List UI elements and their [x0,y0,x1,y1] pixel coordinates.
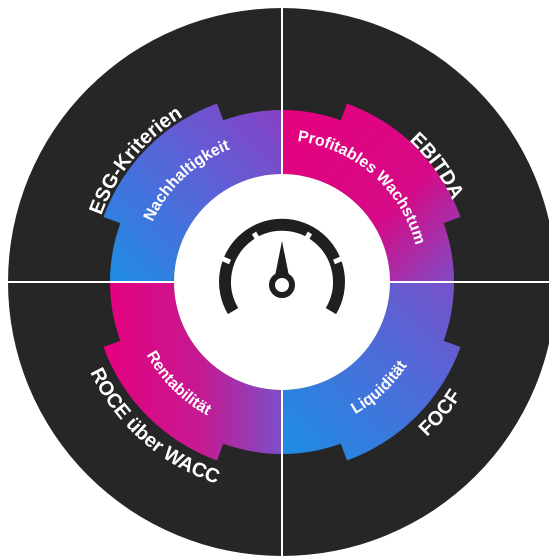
inner-ring [103,103,461,461]
quadrant-liquiditaet [282,282,461,461]
quadrant-rentabilitaet [103,282,282,461]
quadrant-nachhaltigkeit [103,103,282,282]
speedometer-gauge-icon [219,218,345,315]
quadrant-profitables-wachstum [282,103,461,282]
